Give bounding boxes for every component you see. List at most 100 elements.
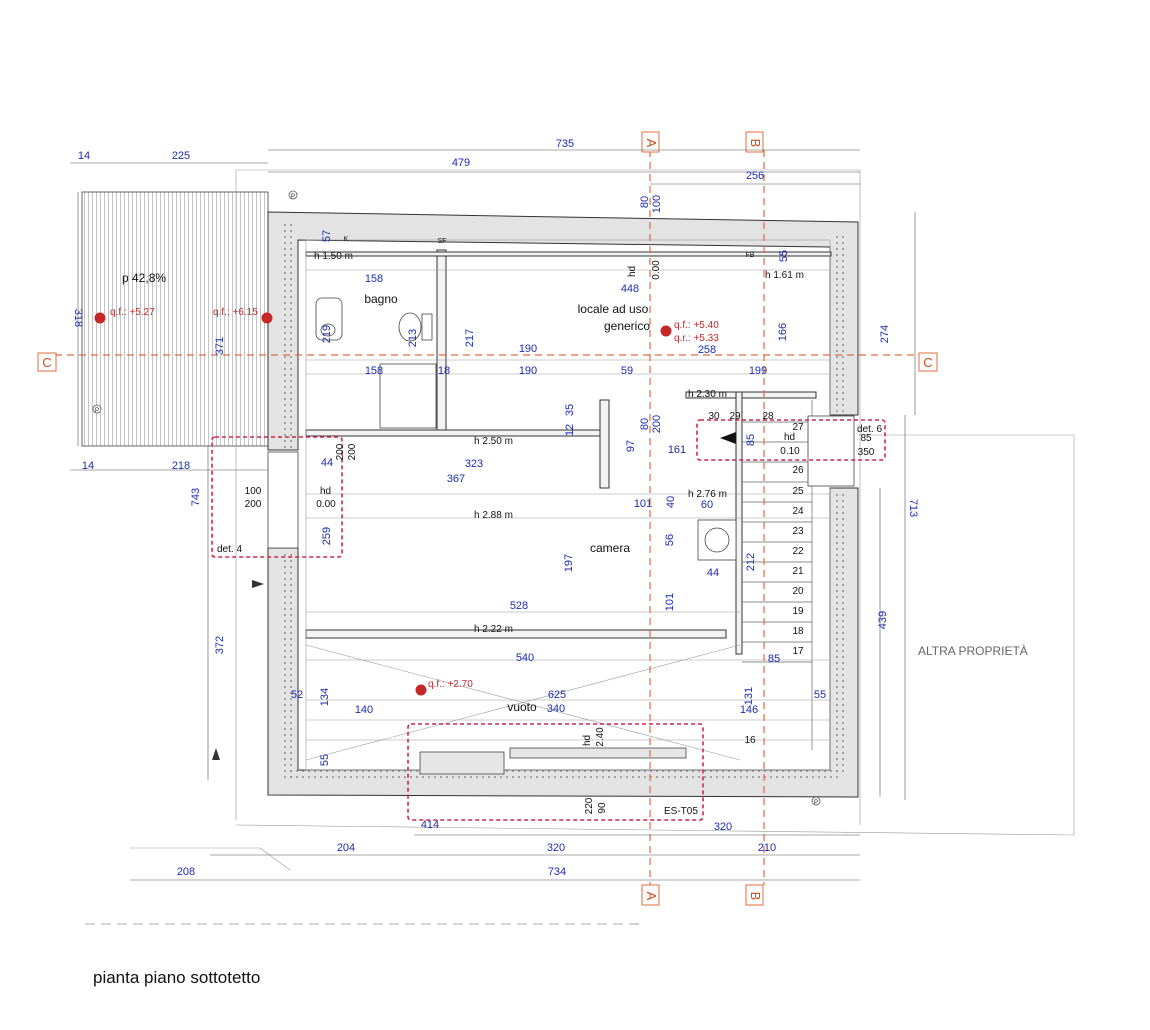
dim-540: 540	[516, 652, 534, 664]
dim-367: 367	[447, 473, 465, 485]
dim-000a: 0.00	[651, 260, 662, 280]
dim-35: 35	[564, 404, 576, 416]
roof-terrace	[81, 191, 269, 447]
dim-199: 199	[749, 365, 767, 377]
level-qf-270: q.f.: +2.70	[428, 679, 473, 690]
dim-57: 57	[321, 230, 333, 242]
dim-000b: 0.00	[316, 499, 336, 510]
dim-bottom-320b: 320	[714, 821, 732, 833]
height-288: h 2.88 m	[474, 510, 513, 521]
stair-step-numbers: 30 29 28 27 26 25 24 23 22 21 20 19 18 1…	[708, 411, 804, 746]
symbol-fb: FB	[746, 252, 755, 259]
dim-217: 217	[464, 329, 476, 347]
dim-140: 140	[355, 704, 373, 716]
dim-146: 146	[740, 704, 758, 716]
dim-200d: 200	[245, 499, 262, 510]
dim-top-256: 256	[746, 170, 764, 182]
step-19: 19	[792, 606, 804, 617]
height-222: h 2.22 m	[474, 624, 513, 635]
dim-bottom-210: 210	[758, 842, 776, 854]
stair-arrow-icon	[720, 432, 736, 444]
detail-callouts	[211, 419, 886, 821]
dim-left-743: 743	[190, 488, 202, 506]
interior-dimensions-vertical: 80 100 0.00 57 55 219 213 217 166 12 35 …	[319, 195, 790, 815]
dim-213: 213	[407, 329, 419, 347]
symbol-p-3: P	[814, 800, 818, 806]
level-marker-icon	[261, 312, 273, 324]
height-276: h 2.76 m	[688, 489, 727, 500]
dim-85c: 85	[768, 653, 780, 665]
hd-label-window: hd	[582, 735, 593, 746]
detail-4-label: det. 4	[217, 544, 242, 555]
dim-left-318: 318	[72, 309, 84, 327]
dim-left-14: 14	[82, 460, 94, 472]
section-lines	[55, 150, 918, 885]
hd-label-stair: hd	[784, 432, 795, 443]
step-29: 29	[729, 411, 741, 422]
level-marker-icon	[660, 325, 672, 337]
dim-200b: 200	[335, 443, 346, 460]
dim-59: 59	[621, 365, 633, 377]
level-qf-615: q.f.: +6.15	[213, 307, 258, 318]
dim-100: 100	[651, 195, 663, 213]
height-250: h 2.50 m	[474, 436, 513, 447]
dim-52: 52	[291, 689, 303, 701]
up-arrow-icon	[212, 748, 220, 760]
dimension-lines	[70, 149, 916, 925]
interior-dimensions: 448 158 190 258 158 18 190 59 199 161 0.…	[245, 273, 875, 716]
dim-left-218: 218	[172, 460, 190, 472]
step-23: 23	[792, 526, 804, 537]
dim-219: 219	[321, 325, 333, 343]
dim-60: 60	[701, 499, 713, 511]
dim-101a: 101	[634, 498, 652, 510]
section-a-top: A	[644, 139, 659, 148]
step-22: 22	[792, 546, 804, 557]
dim-44b: 44	[707, 567, 719, 579]
hd-label-det4: hd	[320, 486, 331, 497]
height-161: h 1.61 m	[765, 270, 804, 281]
dim-left-371: 371	[214, 337, 226, 355]
step-26: 26	[792, 465, 804, 476]
step-28: 28	[762, 411, 774, 422]
dim-528: 528	[510, 600, 528, 612]
dim-190b: 190	[519, 365, 537, 377]
dim-625: 625	[548, 689, 566, 701]
dim-85a: 85	[745, 434, 757, 446]
symbol-p-2: P	[95, 408, 99, 414]
dim-134: 134	[319, 688, 331, 706]
dim-56: 56	[664, 534, 676, 546]
dim-158a: 158	[365, 273, 383, 285]
symbol-p-1: P	[291, 194, 295, 200]
dim-340: 340	[547, 703, 565, 715]
dim-101b: 101	[664, 593, 676, 611]
dim-197: 197	[563, 554, 575, 572]
dim-bottom-204: 204	[337, 842, 355, 854]
room-bagno: bagno	[364, 292, 398, 306]
dim-bottom-414: 414	[421, 819, 439, 831]
altra-proprieta: ALTRA PROPRIETÀ	[918, 643, 1028, 658]
dim-323: 323	[465, 458, 483, 470]
step-25: 25	[792, 486, 804, 497]
dim-80b: 80	[639, 418, 651, 430]
dim-158b: 158	[365, 365, 383, 377]
dim-right-274: 274	[879, 325, 891, 343]
symbol-sf: SF	[438, 238, 447, 245]
step-30: 30	[708, 411, 720, 422]
dim-166: 166	[777, 323, 789, 341]
dim-right-713: 713	[907, 499, 919, 517]
dim-259: 259	[321, 527, 333, 545]
dim-12: 12	[564, 424, 576, 436]
level-qf-527: q.f.: +5.27	[110, 307, 155, 318]
dim-left-372: 372	[214, 636, 226, 654]
detail-es-label: ES-T05	[664, 806, 698, 817]
step-21: 21	[792, 566, 804, 577]
symbol-k: K	[344, 236, 349, 243]
room-camera: camera	[590, 541, 630, 555]
dim-top-225: 225	[172, 150, 190, 162]
level-qr-533: q.r.: +5.33	[674, 333, 719, 344]
level-qf-540: q.f.: +5.40	[674, 320, 719, 331]
drawing-title: pianta piano sottotetto	[93, 968, 261, 987]
dim-bottom-320: 320	[547, 842, 565, 854]
dim-212: 212	[745, 553, 757, 571]
dim-40: 40	[665, 496, 677, 508]
